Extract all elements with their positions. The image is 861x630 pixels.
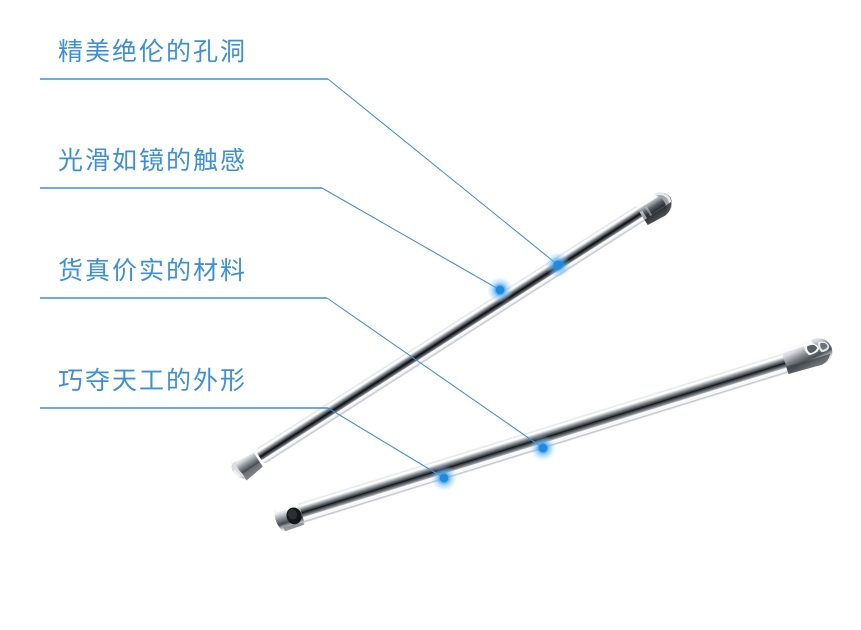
- callout-label-1: 精美绝伦的孔洞: [58, 38, 248, 66]
- callout-leader-2: [40, 187, 513, 303]
- hotspot-dot[interactable]: [553, 260, 563, 270]
- hotspot-dot[interactable]: [439, 473, 449, 483]
- callout-leader-3: [40, 297, 556, 461]
- callout-label-2: 光滑如镜的触感: [58, 147, 248, 175]
- callout-label-4: 巧夺天工的外形: [58, 367, 248, 395]
- leader-diagonal-segment: [326, 297, 544, 449]
- leader-diagonal-segment: [321, 187, 501, 291]
- callout-leader-1: [40, 78, 571, 278]
- callout-leader-4: [40, 407, 457, 491]
- rod-upper: [230, 191, 673, 481]
- leader-diagonal-segment: [327, 78, 559, 266]
- callout-label-3: 货真价实的材料: [58, 257, 248, 285]
- rod-lower: [274, 338, 833, 532]
- hotspot-dot[interactable]: [538, 443, 548, 453]
- leader-diagonal-segment: [327, 407, 445, 479]
- callout-lines: [40, 78, 571, 491]
- hotspot-dot[interactable]: [495, 285, 505, 295]
